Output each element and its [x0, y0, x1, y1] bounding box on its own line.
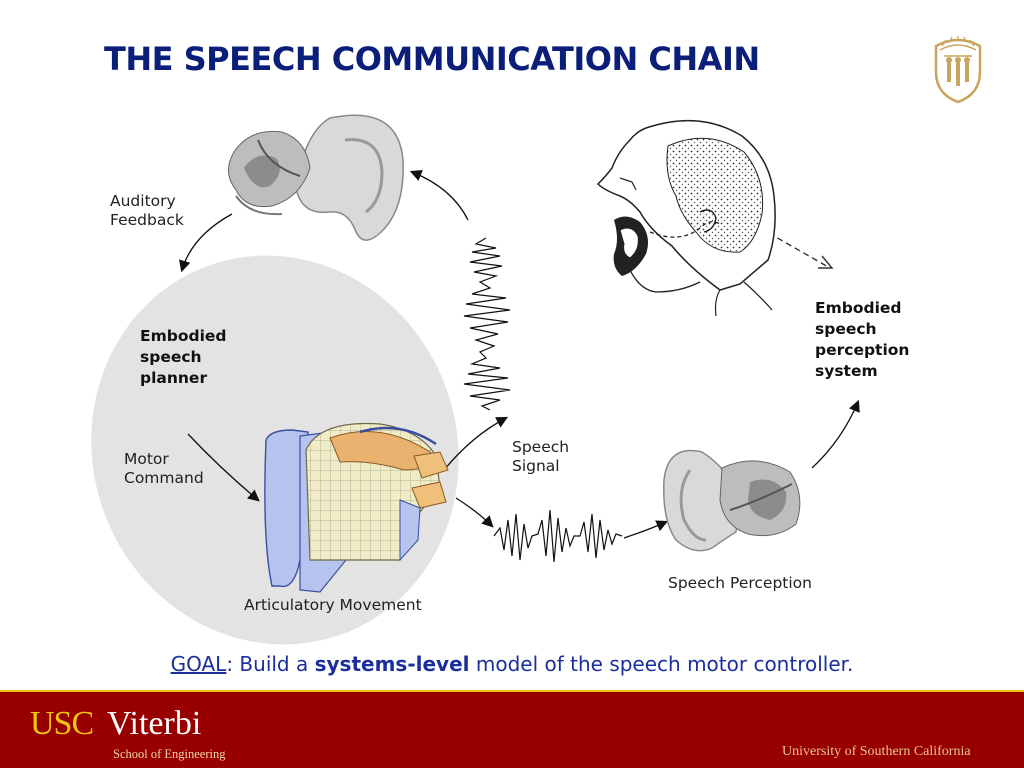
label-auditory-feedback: Auditory Feedback: [110, 192, 184, 230]
ear-top-icon: [228, 114, 404, 241]
slide-title: THE SPEECH COMMUNICATION CHAIN: [104, 40, 760, 78]
label-articulatory-movement: Articulatory Movement: [244, 596, 422, 614]
label-motor: Motor: [124, 450, 169, 468]
ear-bottom-icon: [663, 449, 801, 552]
speech-waveform-vertical: [463, 237, 511, 411]
label-feedback: Feedback: [110, 211, 184, 229]
label-signal: Signal: [512, 457, 560, 475]
label-speech-signal: Speech Signal: [512, 438, 569, 476]
university-label: University of Southern California: [782, 744, 971, 759]
listener-head-icon: [596, 119, 776, 317]
label-command: Command: [124, 469, 204, 487]
label-embodied-speech-planner: Embodied speech planner: [140, 326, 227, 389]
label-speech: Speech: [512, 438, 570, 456]
label-auditory: Auditory: [110, 192, 176, 210]
school-of-engineering-label: School of Engineering: [113, 747, 226, 761]
label-planner-line3: planner: [140, 369, 208, 387]
goal-text-part1: : Build a: [226, 652, 315, 676]
goal-text-part2: model of the speech motor controller.: [469, 652, 854, 676]
label-motor-command: Motor Command: [124, 450, 204, 488]
viterbi-wordmark: Viterbi: [107, 705, 202, 742]
label-perc-line3: perception: [815, 341, 910, 359]
label-embodied-speech-perception-system: Embodied speech perception system: [815, 298, 909, 382]
label-perc-line4: system: [815, 362, 878, 380]
speech-chain-diagram: [91, 114, 860, 645]
label-planner-line1: Embodied: [140, 327, 227, 345]
articulatory-model-icon: [264, 422, 449, 593]
speech-waveform-horizontal: [493, 509, 623, 563]
label-planner-line2: speech: [140, 348, 202, 366]
footer-bar: [0, 692, 1024, 768]
goal-link[interactable]: GOAL: [170, 652, 227, 676]
label-perc-line2: speech: [815, 320, 877, 338]
goal-statement: GOAL: Build a systems-level model of the…: [0, 652, 1024, 676]
label-perc-line1: Embodied: [815, 299, 902, 317]
usc-seal-icon: [934, 36, 982, 104]
usc-wordmark: USC: [30, 705, 94, 742]
goal-text-bold: systems-level: [314, 652, 470, 676]
label-speech-perception: Speech Perception: [668, 574, 812, 592]
